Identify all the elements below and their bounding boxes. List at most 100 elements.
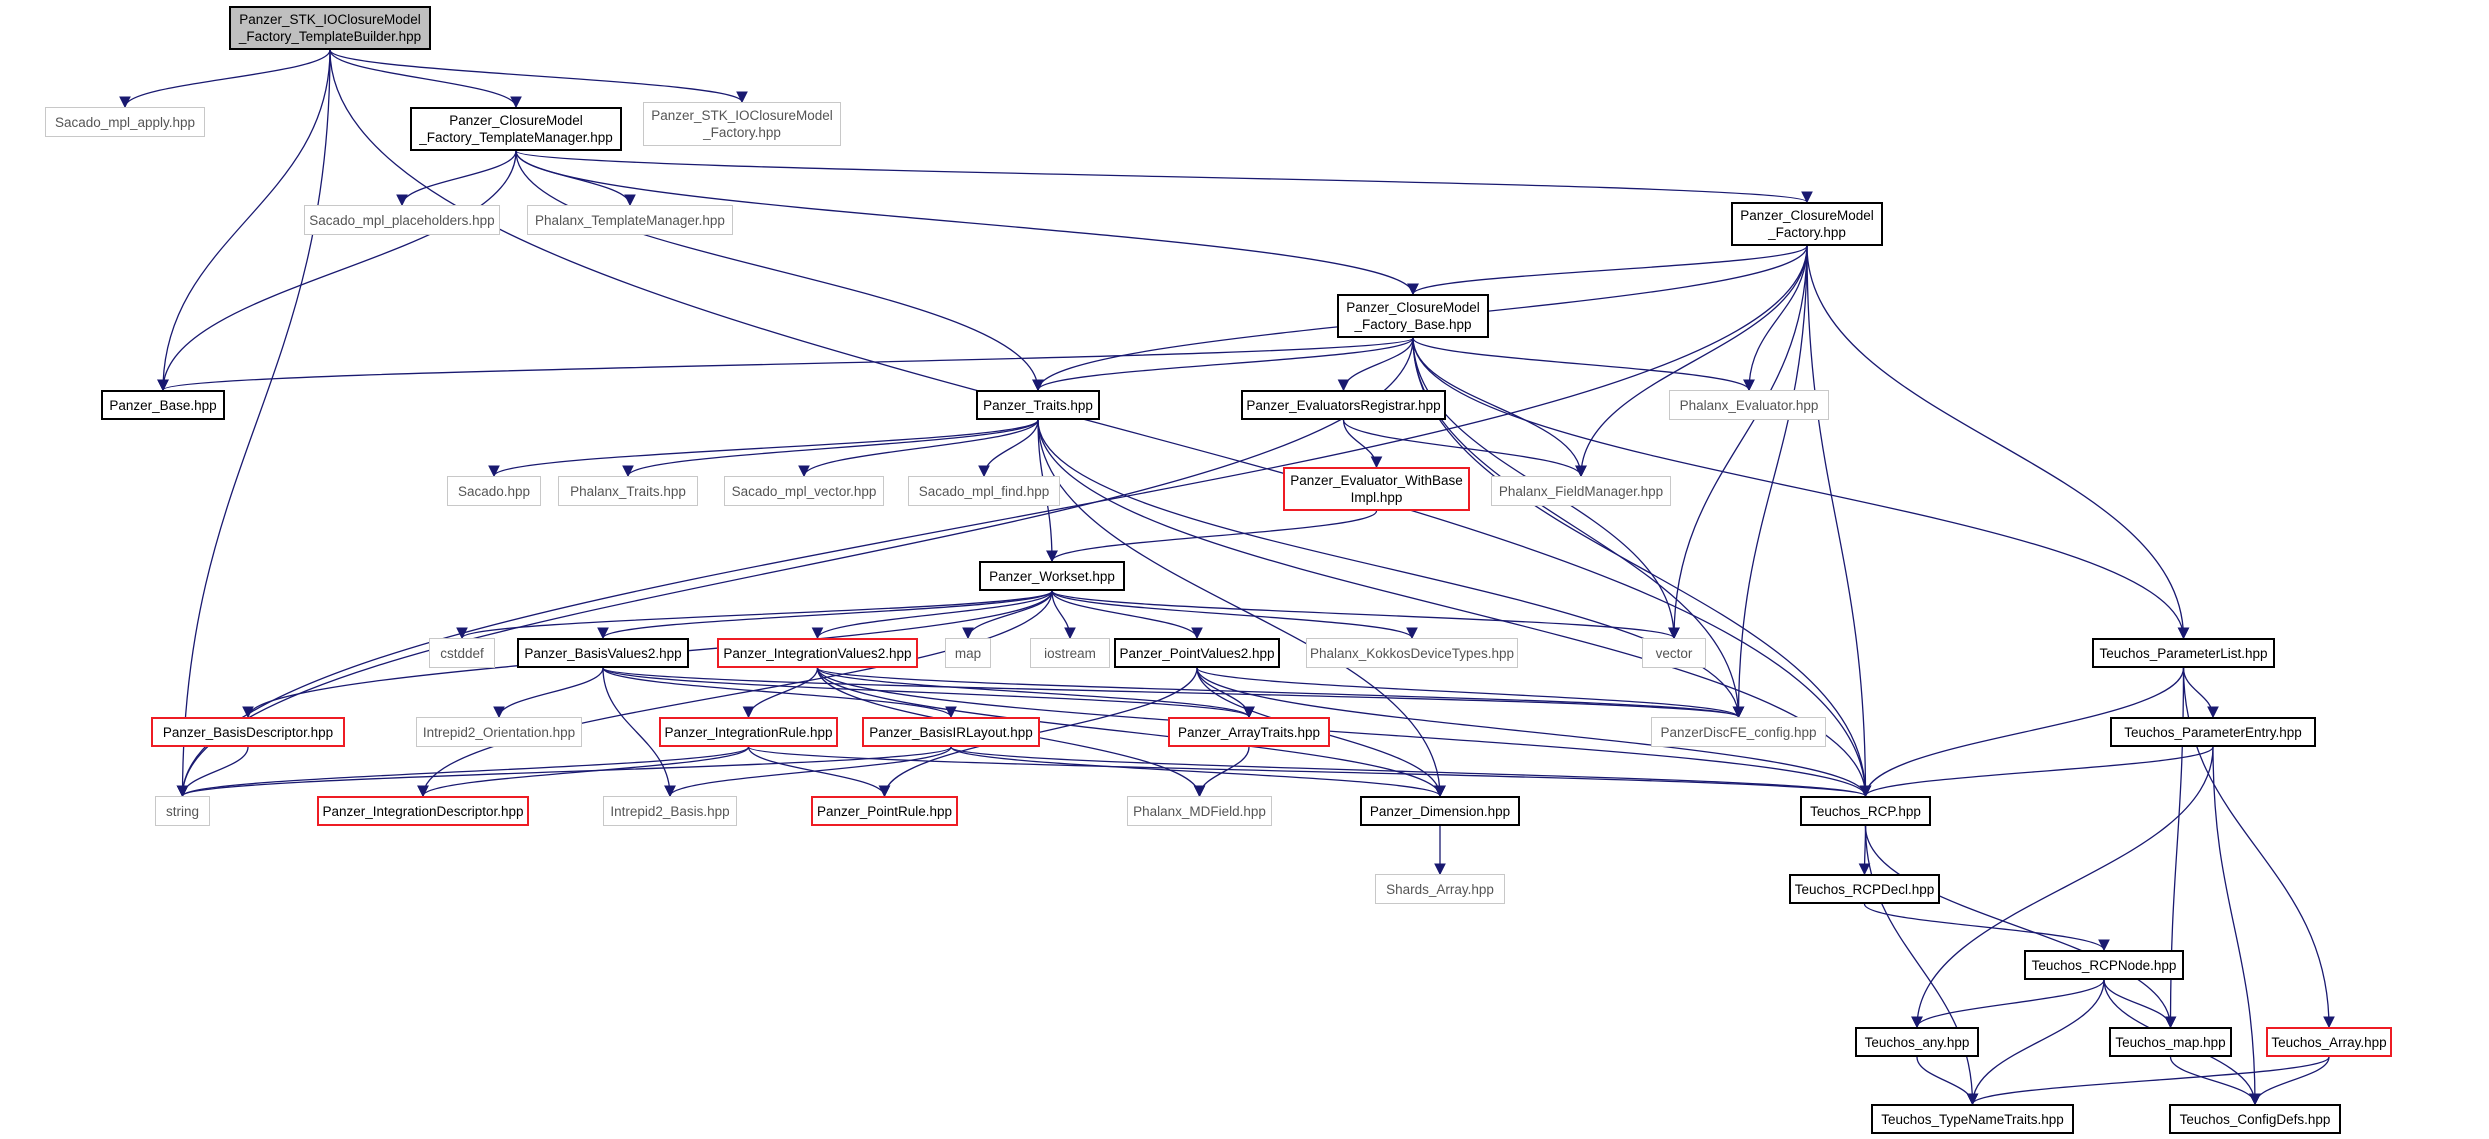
edge-cm-factory-to-string bbox=[176, 245, 1808, 798]
edge-basis-values-to-intrepid-orient bbox=[493, 667, 604, 719]
edge-param-entry-to-configdefs bbox=[2212, 746, 2261, 1106]
edge-cm-factory-to-vector bbox=[1668, 245, 1808, 640]
node-panzer-base[interactable]: Panzer_Base.hpp bbox=[101, 390, 225, 420]
edge-param-list-to-rcp bbox=[1859, 667, 2185, 798]
edge-workset-to-map bbox=[962, 590, 1053, 640]
node-basis-ir[interactable]: Panzer_BasisIRLayout.hpp bbox=[862, 717, 1040, 747]
edge-eval-withbase-to-workset bbox=[1046, 510, 1378, 563]
edge-integ-rule-to-string bbox=[176, 746, 750, 798]
node-tmgr[interactable]: Panzer_ClosureModel _Factory_TemplateMan… bbox=[410, 107, 622, 151]
node-map: map bbox=[945, 638, 991, 668]
edge-workset-to-kokkos-types bbox=[1051, 590, 1418, 640]
edge-point-values-to-discfe-config bbox=[1196, 667, 1745, 719]
node-iostream: iostream bbox=[1030, 638, 1110, 668]
edge-rcp-to-typenames bbox=[1864, 825, 1979, 1106]
node-phalanx-eval: Phalanx_Evaluator.hpp bbox=[1669, 390, 1829, 420]
node-rcp[interactable]: Teuchos_RCP.hpp bbox=[1800, 796, 1931, 826]
edge-root-to-rcp bbox=[329, 49, 1872, 798]
edge-rcp-node-to-any bbox=[1911, 979, 2105, 1029]
edge-workset-to-integ-desc bbox=[417, 590, 1053, 798]
edge-workset-to-cstddef bbox=[456, 590, 1053, 640]
node-any[interactable]: Teuchos_any.hpp bbox=[1855, 1027, 1979, 1057]
edge-workset-to-point-values bbox=[1051, 590, 1203, 640]
node-cstddef: cstddef bbox=[429, 638, 495, 668]
node-intrepid-orient: Intrepid2_Orientation.hpp bbox=[416, 717, 582, 747]
node-kokkos-types: Phalanx_KokkosDeviceTypes.hpp bbox=[1306, 638, 1518, 668]
edge-integ-rule-to-integ-desc bbox=[417, 746, 750, 798]
node-param-list[interactable]: Teuchos_ParameterList.hpp bbox=[2092, 638, 2275, 668]
node-rcp-node[interactable]: Teuchos_RCPNode.hpp bbox=[2024, 950, 2184, 980]
edge-tmgr-to-cm-factory bbox=[515, 150, 1813, 204]
node-eval-reg[interactable]: Panzer_EvaluatorsRegistrar.hpp bbox=[1241, 390, 1446, 420]
edge-integ-values-to-rcp bbox=[816, 667, 1872, 798]
edge-integ-rule-to-rcp bbox=[747, 746, 1871, 798]
edge-traits-to-dimension bbox=[1037, 419, 1446, 798]
edge-cm-factory-to-discfe-config bbox=[1732, 245, 1808, 719]
node-sacado-ph: Sacado_mpl_placeholders.hpp bbox=[304, 205, 500, 235]
node-basis-desc[interactable]: Panzer_BasisDescriptor.hpp bbox=[151, 717, 345, 747]
node-integ-rule[interactable]: Panzer_IntegrationRule.hpp bbox=[659, 717, 838, 747]
node-point-rule[interactable]: Panzer_PointRule.hpp bbox=[811, 796, 958, 826]
node-discfe-config: PanzerDiscFE_config.hpp bbox=[1651, 717, 1826, 747]
node-dimension[interactable]: Panzer_Dimension.hpp bbox=[1360, 796, 1520, 826]
edge-cm-factory-base-to-eval-reg bbox=[1337, 337, 1414, 392]
edge-tmgr-to-panzer-base bbox=[157, 150, 517, 392]
edge-rcp-to-tmap bbox=[1864, 825, 2177, 1029]
node-phalanx-tm: Phalanx_TemplateManager.hpp bbox=[527, 205, 733, 235]
node-integ-values[interactable]: Panzer_IntegrationValues2.hpp bbox=[717, 638, 918, 668]
edge-basis-ir-to-dimension bbox=[950, 746, 1446, 798]
edge-traits-to-sacado-find bbox=[978, 419, 1039, 478]
edge-rcp-decl-to-rcp-node bbox=[1863, 903, 2110, 952]
node-configdefs[interactable]: Teuchos_ConfigDefs.hpp bbox=[2169, 1104, 2341, 1134]
edge-basis-values-to-array-traits bbox=[602, 667, 1255, 719]
node-traits[interactable]: Panzer_Traits.hpp bbox=[976, 390, 1100, 420]
node-workset[interactable]: Panzer_Workset.hpp bbox=[979, 561, 1125, 591]
edge-basis-values-to-discfe-config bbox=[602, 667, 1744, 719]
node-intrepid-basis: Intrepid2_Basis.hpp bbox=[603, 796, 737, 826]
edge-point-values-to-point-rule bbox=[878, 667, 1198, 798]
node-array-traits[interactable]: Panzer_ArrayTraits.hpp bbox=[1168, 717, 1330, 747]
edge-cm-factory-to-phalanx-fm bbox=[1575, 245, 1808, 478]
edge-integ-values-to-integ-rule bbox=[742, 667, 819, 719]
node-rcp-decl[interactable]: Teuchos_RCPDecl.hpp bbox=[1789, 874, 1940, 904]
edge-array-traits-to-mdfield bbox=[1193, 746, 1250, 798]
edge-point-values-to-rcp bbox=[1196, 667, 1872, 798]
edge-tarray-to-typenames bbox=[1966, 1056, 2330, 1106]
node-mdfield: Phalanx_MDField.hpp bbox=[1127, 796, 1272, 826]
node-stk-factory: Panzer_STK_IOClosureModel _Factory.hpp bbox=[643, 102, 841, 146]
node-typenames[interactable]: Teuchos_TypeNameTraits.hpp bbox=[1871, 1104, 2074, 1134]
edge-basis-ir-to-intrepid-basis bbox=[664, 746, 952, 798]
node-string: string bbox=[155, 796, 210, 826]
edge-traits-to-sacado bbox=[488, 419, 1039, 478]
node-basis-values[interactable]: Panzer_BasisValues2.hpp bbox=[517, 638, 689, 668]
node-cm-factory-base[interactable]: Panzer_ClosureModel _Factory_Base.hpp bbox=[1337, 294, 1489, 338]
edge-tmap-to-configdefs bbox=[2169, 1056, 2261, 1106]
edge-basis-ir-to-rcp bbox=[950, 746, 1871, 798]
edge-rcp-node-to-typenames bbox=[1966, 979, 2105, 1106]
edge-traits-to-sacado-vector bbox=[798, 419, 1039, 478]
node-cm-factory[interactable]: Panzer_ClosureModel _Factory.hpp bbox=[1731, 202, 1883, 246]
edge-any-to-typenames bbox=[1916, 1056, 1979, 1106]
node-eval-withbase[interactable]: Panzer_Evaluator_WithBase Impl.hpp bbox=[1283, 467, 1470, 511]
edge-integ-values-to-array-traits bbox=[816, 667, 1255, 719]
edge-workset-to-integ-values bbox=[811, 590, 1053, 640]
edge-integ-values-to-discfe-config bbox=[816, 667, 1744, 719]
edge-param-entry-to-any bbox=[1911, 746, 2214, 1029]
edge-cm-factory-base-to-panzer-base bbox=[157, 337, 1414, 392]
edge-root-to-stk-factory bbox=[329, 49, 748, 104]
edge-root-to-panzer-base bbox=[157, 49, 331, 392]
node-point-values[interactable]: Panzer_PointValues2.hpp bbox=[1114, 638, 1280, 668]
edge-eval-reg-to-phalanx-fm bbox=[1342, 419, 1587, 478]
edge-cm-factory-to-phalanx-eval bbox=[1743, 245, 1808, 392]
edge-tmgr-to-cm-factory-base bbox=[515, 150, 1419, 296]
node-vector: vector bbox=[1642, 638, 1706, 668]
node-param-entry[interactable]: Teuchos_ParameterEntry.hpp bbox=[2110, 717, 2316, 747]
node-integ-desc[interactable]: Panzer_IntegrationDescriptor.hpp bbox=[317, 796, 529, 826]
edge-basis-values-to-basis-ir bbox=[602, 667, 957, 719]
edge-traits-to-phalanx-traits bbox=[622, 419, 1039, 478]
node-sacado-find: Sacado_mpl_find.hpp bbox=[908, 476, 1060, 506]
node-tarray[interactable]: Teuchos_Array.hpp bbox=[2266, 1027, 2392, 1057]
node-tmap[interactable]: Teuchos_map.hpp bbox=[2109, 1027, 2232, 1057]
edge-basis-ir-to-string bbox=[177, 746, 952, 798]
node-phalanx-traits: Phalanx_Traits.hpp bbox=[558, 476, 698, 506]
